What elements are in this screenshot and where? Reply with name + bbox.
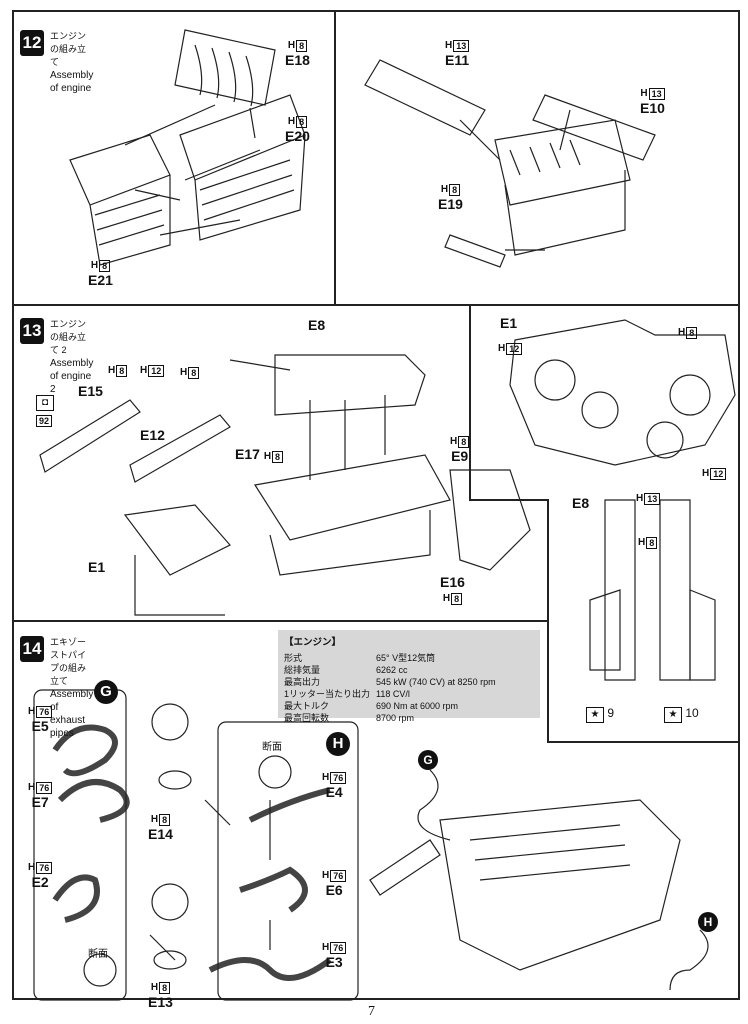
part-e9-label: E9 xyxy=(451,448,469,464)
spec-key: 最高出力 xyxy=(284,677,321,687)
step-title-en: Assembly of engine xyxy=(50,70,94,94)
step-number: 14 xyxy=(20,636,44,662)
part-e15-label: E15 xyxy=(78,383,103,399)
part-e11-label: E11 xyxy=(445,52,470,68)
part-e3-label: E3 xyxy=(325,954,343,970)
step-14-header: 14 エキゾーストパイプの組み立て Assembly of exhaust pi… xyxy=(20,636,93,739)
step-12-header: 12 エンジンの組み立て Assembly of engine xyxy=(20,30,93,94)
part-e18-label: E18 xyxy=(285,52,310,68)
spec-value: 8700 rpm xyxy=(376,713,415,723)
group-g-tag: G xyxy=(94,680,118,704)
section-label-h: 断面 xyxy=(262,742,282,753)
detail-e1-label: E1 xyxy=(500,315,518,331)
spec-value: 6262 cc xyxy=(376,665,408,675)
part-e16-label: E16 xyxy=(440,574,465,590)
star-decal-icon: ★ xyxy=(664,707,682,723)
step-title-jp: エンジンの組み立て xyxy=(50,31,87,67)
part-e4-label: E4 xyxy=(325,784,343,800)
group-h-tag: H xyxy=(326,732,350,756)
step-title-jp: エンジンの組み立て 2 xyxy=(50,319,87,355)
part-e21-label: E21 xyxy=(88,272,113,288)
group-g-tag-assembled: G xyxy=(418,750,438,770)
step-number: 13 xyxy=(20,318,44,344)
part-e2-label: E2 xyxy=(31,874,49,890)
divider-13-14 xyxy=(12,620,548,622)
detail-e8-label: E8 xyxy=(572,495,590,511)
part-e5-label: E5 xyxy=(31,718,49,734)
part-e1-label: E1 xyxy=(88,559,106,575)
decal-9: ★ 9 xyxy=(586,706,614,723)
step-title-en: Assembly of exhaust pipes xyxy=(50,689,94,739)
spec-key: 総排気量 xyxy=(284,665,321,675)
part-e14-label: E14 xyxy=(148,826,173,842)
part-e10-label: E10 xyxy=(640,100,665,116)
part-e12: E12 xyxy=(140,428,165,442)
spec-value: 65° V型12気筒 xyxy=(376,653,436,663)
paint-icon: ◘ xyxy=(36,395,54,411)
step-13-header: 13 エンジンの組み立て 2 Assembly of engine 2 xyxy=(20,318,93,395)
engine-spec-box: 【エンジン】 形式 65° V型12気筒 総排気量 6262 cc 最高出力 545 … xyxy=(278,630,540,723)
step-number: 12 xyxy=(20,30,44,56)
star-decal-icon: ★ xyxy=(586,707,604,723)
part-e13-label: E13 xyxy=(148,994,173,1010)
spec-value: 545 kW (740 CV) at 8250 rpm xyxy=(376,677,496,687)
group-h-tag-assembled: H xyxy=(698,912,718,932)
spec-key: 1リッター当たり出力 xyxy=(284,689,371,699)
part-e15: E15 xyxy=(78,384,103,398)
page-frame xyxy=(12,10,740,1000)
part-e20-label: E20 xyxy=(285,128,310,144)
spec-header: 【エンジン】 xyxy=(284,637,342,648)
paint-code-92: ◘ 92 xyxy=(36,392,54,429)
spec-value: 118 CV/l xyxy=(376,689,410,699)
divider-12-13 xyxy=(12,304,740,306)
part-e12-label: E12 xyxy=(140,427,165,443)
divider-12-vertical xyxy=(334,10,336,306)
spec-key: 形式 xyxy=(284,653,303,663)
part-e6-label: E6 xyxy=(325,882,343,898)
spec-key: 最高回転数 xyxy=(284,713,330,723)
decal-10: ★ 10 xyxy=(664,706,699,723)
part-e8-label: E8 xyxy=(308,317,326,333)
spec-key: 最大トルク xyxy=(284,701,330,711)
spec-value: 690 Nm at 6000 rpm xyxy=(376,701,459,711)
part-e8: E8 xyxy=(308,318,325,332)
part-e1: E1 xyxy=(88,560,105,574)
section-label-g: 断面 xyxy=(88,949,108,960)
part-e7-label: E7 xyxy=(31,794,49,810)
step-title-jp: エキゾーストパイプの組み立て xyxy=(50,637,87,686)
page-number: 7 xyxy=(368,1004,375,1019)
step-title-en: Assembly of engine 2 xyxy=(50,358,94,395)
part-e17-label: E17 xyxy=(235,446,260,462)
part-e19-label: E19 xyxy=(438,196,463,212)
